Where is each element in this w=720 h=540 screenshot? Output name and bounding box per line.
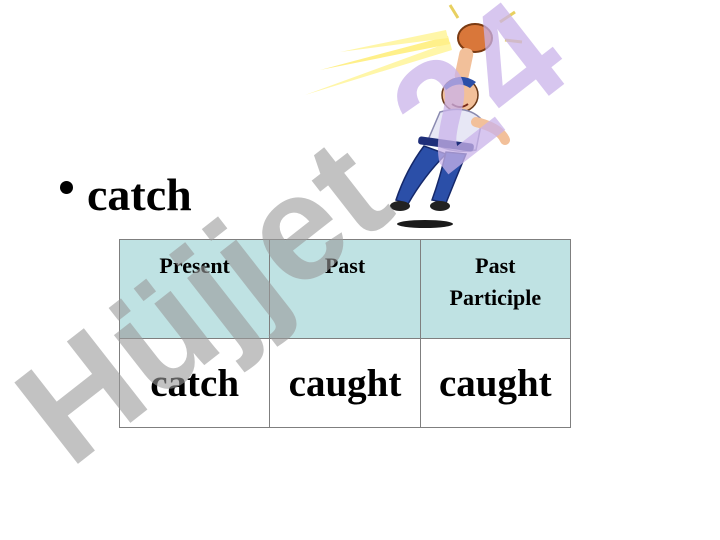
verb-forms-table: Present Past Past Participle catch caugh…	[118, 239, 572, 428]
bullet-icon	[60, 181, 73, 194]
header-past: Past	[269, 239, 421, 339]
cell-past-participle: caught	[419, 338, 572, 428]
table-row: catch caught caught	[118, 338, 572, 428]
cell-present: catch	[118, 338, 271, 428]
cell-past: caught	[269, 338, 421, 428]
header-present: Present	[118, 239, 271, 339]
table-header-row: Present Past Past Participle	[118, 239, 572, 339]
bullet-text: catch	[87, 169, 192, 220]
baseball-catcher-clipart	[305, 4, 523, 228]
bullet-item: catch	[60, 168, 192, 221]
header-past-participle: Past Participle	[419, 239, 572, 339]
